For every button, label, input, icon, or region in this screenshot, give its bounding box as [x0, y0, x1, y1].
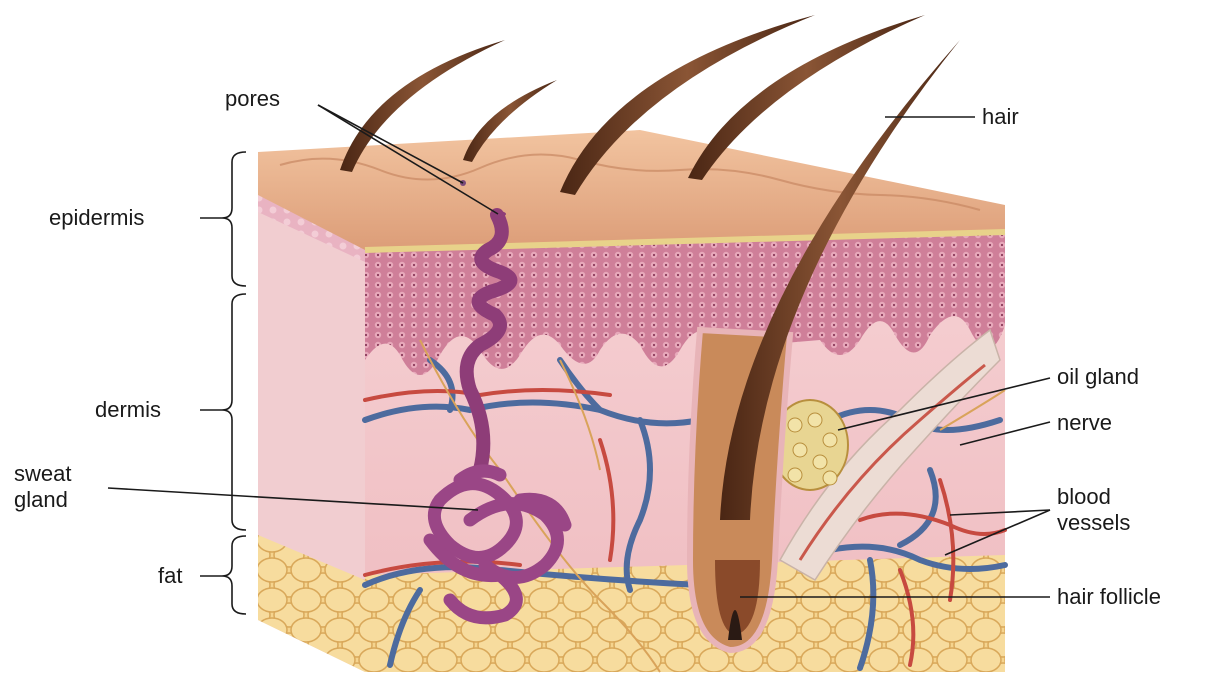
label-hair: hair: [982, 104, 1019, 130]
label-dermis: dermis: [95, 397, 161, 423]
label-sweat-gland-line1: sweat: [14, 461, 71, 487]
label-sweat-gland-line2: gland: [14, 487, 68, 513]
skin-surface: [258, 130, 1005, 250]
label-fat: fat: [158, 563, 182, 589]
fat-bracket: [222, 536, 246, 614]
label-blood-vessels-line1: blood: [1057, 484, 1111, 510]
label-epidermis: epidermis: [49, 205, 144, 231]
epidermis-bracket: [222, 152, 246, 286]
label-blood-vessels-line2: vessels: [1057, 510, 1130, 536]
layer-brackets: [222, 152, 246, 614]
label-nerve: nerve: [1057, 410, 1112, 436]
label-hair-follicle: hair follicle: [1057, 584, 1161, 610]
label-oil-gland: oil gland: [1057, 364, 1139, 390]
label-pores: pores: [225, 86, 280, 112]
